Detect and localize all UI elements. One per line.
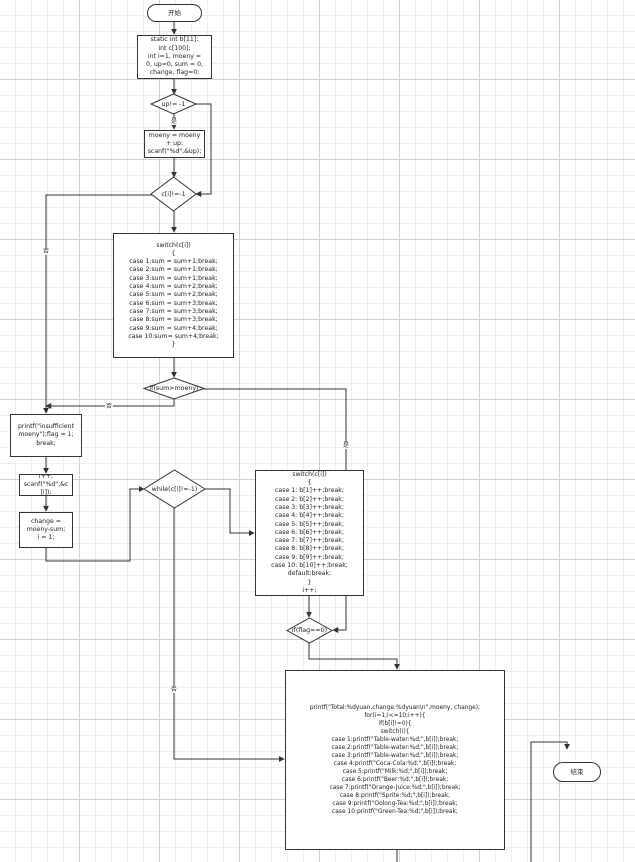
insufficient-block[interactable]: printf("insufficient moeny");flag = 1; b… bbox=[10, 414, 82, 457]
condition-up-decision[interactable]: up!= -1 bbox=[149, 93, 198, 115]
end-node[interactable]: 结束 bbox=[553, 762, 601, 782]
switch-count-block[interactable]: switch(c[i]) { case 1: b[1]++;break; cas… bbox=[255, 470, 364, 596]
add-up-block[interactable]: moeny = moeny + up; scanf("%d",&up); bbox=[144, 130, 205, 158]
edge-change-while bbox=[45, 486, 145, 562]
edge-cond-sum-no bbox=[45, 398, 175, 409]
condition-ci-decision[interactable]: c[i]!=-1 bbox=[150, 176, 197, 212]
switch-price-block[interactable]: switch(c[i]) { case 1:sum = sum+1;break;… bbox=[113, 233, 234, 358]
condition-up-text: up!= -1 bbox=[161, 100, 186, 108]
print-total-block[interactable]: printf("Total:%dyuan,change:%dyuan\n",mo… bbox=[285, 670, 505, 850]
label-no-while: 否 bbox=[170, 686, 179, 693]
while-ci-text: while(c[i]!=-1) bbox=[151, 485, 198, 493]
start-node[interactable]: 开始 bbox=[147, 4, 202, 22]
while-ci-decision[interactable]: while(c[i]!=-1) bbox=[143, 469, 206, 509]
edge-cond-ci-no bbox=[43, 194, 152, 414]
edge-while-yes bbox=[205, 488, 255, 536]
condition-flag-text: if(flag==0) bbox=[291, 627, 328, 634]
label-yes-up: 是 bbox=[170, 118, 179, 125]
edge-flag-print bbox=[308, 643, 400, 670]
condition-sum-text: if(sum>moeny) bbox=[149, 385, 199, 392]
edge-while-no bbox=[173, 508, 285, 762]
label-no-sum: 否 bbox=[105, 403, 114, 410]
edge-cond-up-no bbox=[195, 103, 212, 197]
scan-ci-block[interactable]: i++; scanf("%d",&c [i]); bbox=[19, 474, 73, 496]
edge-loop-end bbox=[530, 741, 570, 862]
label-yes-sum: 是 bbox=[342, 442, 351, 449]
declaration-block[interactable]: static int b[11]; int c[100]; int i=1, m… bbox=[137, 35, 212, 79]
label-no-ci: 否 bbox=[42, 248, 51, 255]
condition-sum-decision[interactable]: if(sum>moeny) bbox=[142, 377, 206, 400]
condition-flag-decision[interactable]: if(flag==0) bbox=[285, 617, 334, 644]
change-block[interactable]: change = moeny-sum; i = 1; bbox=[19, 512, 73, 548]
condition-ci-text: c[i]!=-1 bbox=[161, 190, 186, 198]
